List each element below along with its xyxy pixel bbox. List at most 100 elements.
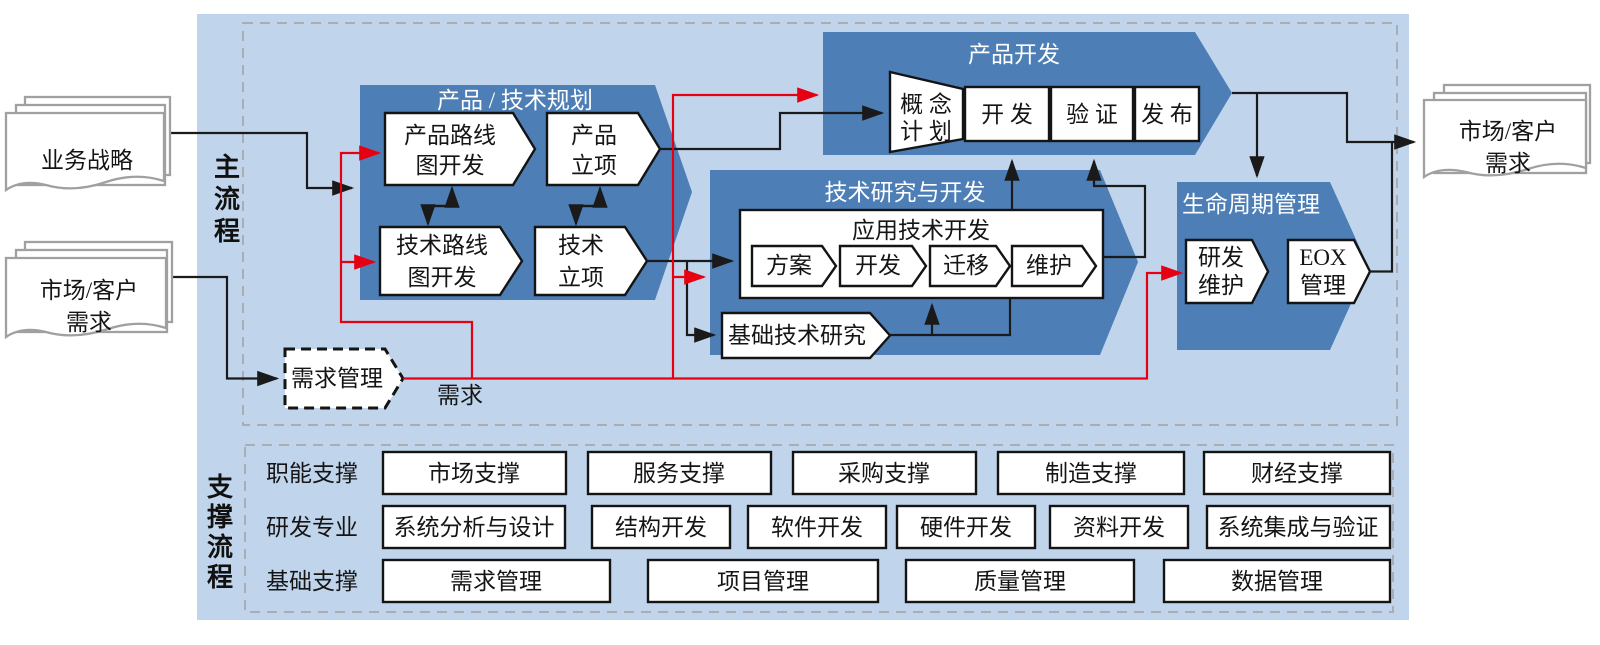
support-box: [1202, 450, 1392, 496]
line-basic-to-applied: [890, 298, 1012, 337]
support-box: [996, 450, 1186, 496]
market-customer-in-label: 需求: [66, 310, 112, 335]
tech-roadmap-label: 图开发: [408, 265, 477, 290]
product-roadmap-label: 产品路线: [404, 123, 496, 148]
step-label: 方案: [766, 253, 812, 278]
step-chevron: [1010, 244, 1098, 288]
market-customer-doc-in: 市场/客户 需求: [4, 240, 174, 340]
support-box-label: 系统集成与验证: [1218, 515, 1379, 540]
step-label: 迁移: [943, 253, 989, 278]
verify-stage-box: [1049, 85, 1135, 143]
line-eox-to-market: [1370, 142, 1394, 273]
sync-arrow-down: [568, 204, 600, 227]
support-box: [1205, 504, 1392, 550]
business-strategy-label: 业务战略: [41, 148, 133, 173]
support-lane-label: 支 撑 流 程: [207, 472, 233, 592]
support-box: [586, 450, 773, 496]
tech-initiation-chevron: [533, 225, 649, 297]
tech-rd-title: 技术研究与开发: [825, 180, 986, 205]
doc-sheet-front: [4, 256, 168, 340]
tech-rd-block: 技术研究与开发 应用技术开发 方案 开发 迁移 维护 基础技术研究: [710, 170, 1138, 360]
doc-sheet-front: [4, 111, 166, 193]
arrow-maintain-to-verify: [1086, 158, 1147, 259]
arrow-tech-initiation-to-basic: [685, 261, 717, 343]
red-arrow-requirement-to-lifecycle: [403, 265, 1184, 380]
product-roadmap-label: 图开发: [416, 153, 485, 178]
lane-char: 流: [214, 184, 240, 214]
red-arrow-requirement-to-product-roadmap: [339, 145, 474, 379]
black-connectors: [166, 91, 1417, 387]
step-label: 维护: [1026, 253, 1072, 278]
applied-tech-title: 应用技术开发: [852, 218, 990, 243]
lifecycle-title: 生命周期管理: [1182, 192, 1320, 217]
product-initiation-label: 立项: [571, 153, 617, 178]
step-chevron: [750, 244, 838, 288]
support-box-label: 系统分析与设计: [394, 515, 555, 540]
support-box-label: 需求管理: [450, 569, 542, 594]
arrow-product-initiation-to-concept: [660, 105, 885, 151]
lifecycle-block-shape: [1177, 182, 1368, 350]
support-box: [646, 558, 880, 604]
planning-block: 产品 / 技术规划 产品路线 图开发 产品 立项 技术路线 图开发 技术 立项: [360, 85, 692, 300]
support-box-label: 采购支撑: [838, 461, 930, 486]
planning-title: 产品 / 技术规划: [437, 88, 593, 113]
lane-char: 程: [207, 562, 233, 592]
support-box-label: 财经支撑: [1251, 461, 1343, 486]
eox-label: EOX: [1299, 245, 1347, 270]
support-box-label: 制造支撑: [1045, 461, 1137, 486]
tech-initiation-label: 技术: [558, 233, 604, 258]
rd-maintain-label: 维护: [1198, 273, 1244, 298]
eox-label: 管理: [1300, 273, 1346, 298]
support-box-label: 资料开发: [1073, 515, 1165, 540]
support-box-label: 服务支撑: [633, 461, 725, 486]
product-dev-title: 产品开发: [968, 42, 1060, 67]
market-customer-out-label: 需求: [1485, 151, 1531, 176]
requirement-output-label: 需求: [437, 383, 483, 408]
red-connectors: [339, 87, 1184, 380]
concept-plan-funnel: [888, 70, 965, 154]
support-box-label: 结构开发: [615, 515, 707, 540]
sync-arrow-down: [420, 204, 452, 227]
support-row-label: 研发专业: [266, 515, 358, 540]
step-chevron: [928, 244, 1012, 288]
support-section: 职能支撑 研发专业 基础支撑 市场支撑 服务支撑 采购支撑 制造支撑 财经支撑 …: [266, 450, 1392, 604]
verify-stage-label: 验 证: [1066, 102, 1118, 127]
support-box: [895, 504, 1037, 550]
release-stage-box: [1133, 85, 1201, 143]
tech-roadmap-label: 技术路线: [396, 233, 488, 258]
arrow-market-to-requirement: [168, 275, 280, 387]
main-process-dashed-border: [242, 22, 1398, 426]
requirement-chevron: [283, 347, 405, 410]
product-dev-block: 产品开发 概 念 计 划 开 发 验 证 发 布: [823, 32, 1232, 155]
lane-char: 撑: [207, 502, 233, 532]
red-arrow-requirement-to-product-dev: [671, 87, 820, 379]
develop-stage-label: 开 发: [981, 102, 1033, 127]
concept-plan-label: 概 念: [900, 92, 952, 117]
support-box-label: 项目管理: [717, 569, 809, 594]
support-box-label: 硬件开发: [920, 515, 1012, 540]
support-box: [904, 558, 1136, 604]
eox-chevron: [1286, 238, 1372, 305]
rd-maintain-label: 研发: [1198, 245, 1244, 270]
support-box: [381, 450, 568, 496]
basic-research-label: 基础技术研究: [728, 323, 866, 348]
develop-stage-box: [963, 85, 1051, 143]
support-box-label: 质量管理: [974, 569, 1066, 594]
support-box: [746, 504, 888, 550]
support-box: [1048, 504, 1190, 550]
concept-plan-label: 计 划: [900, 119, 952, 144]
support-box-label: 数据管理: [1231, 569, 1323, 594]
main-lane-label: 主 流 程: [214, 152, 240, 246]
arrow-product-dev-to-market: [1232, 91, 1417, 150]
step-label: 开发: [855, 253, 901, 278]
doc-sheet-front: [1422, 98, 1588, 180]
arrow-strategy-to-planning: [166, 131, 355, 196]
support-box-label: 市场支撑: [428, 461, 520, 486]
lane-char: 支: [207, 472, 233, 502]
market-customer-out-label: 市场/客户: [1459, 119, 1557, 144]
support-box: [381, 504, 567, 550]
step-chevron: [838, 244, 928, 288]
lane-char: 程: [214, 216, 240, 246]
